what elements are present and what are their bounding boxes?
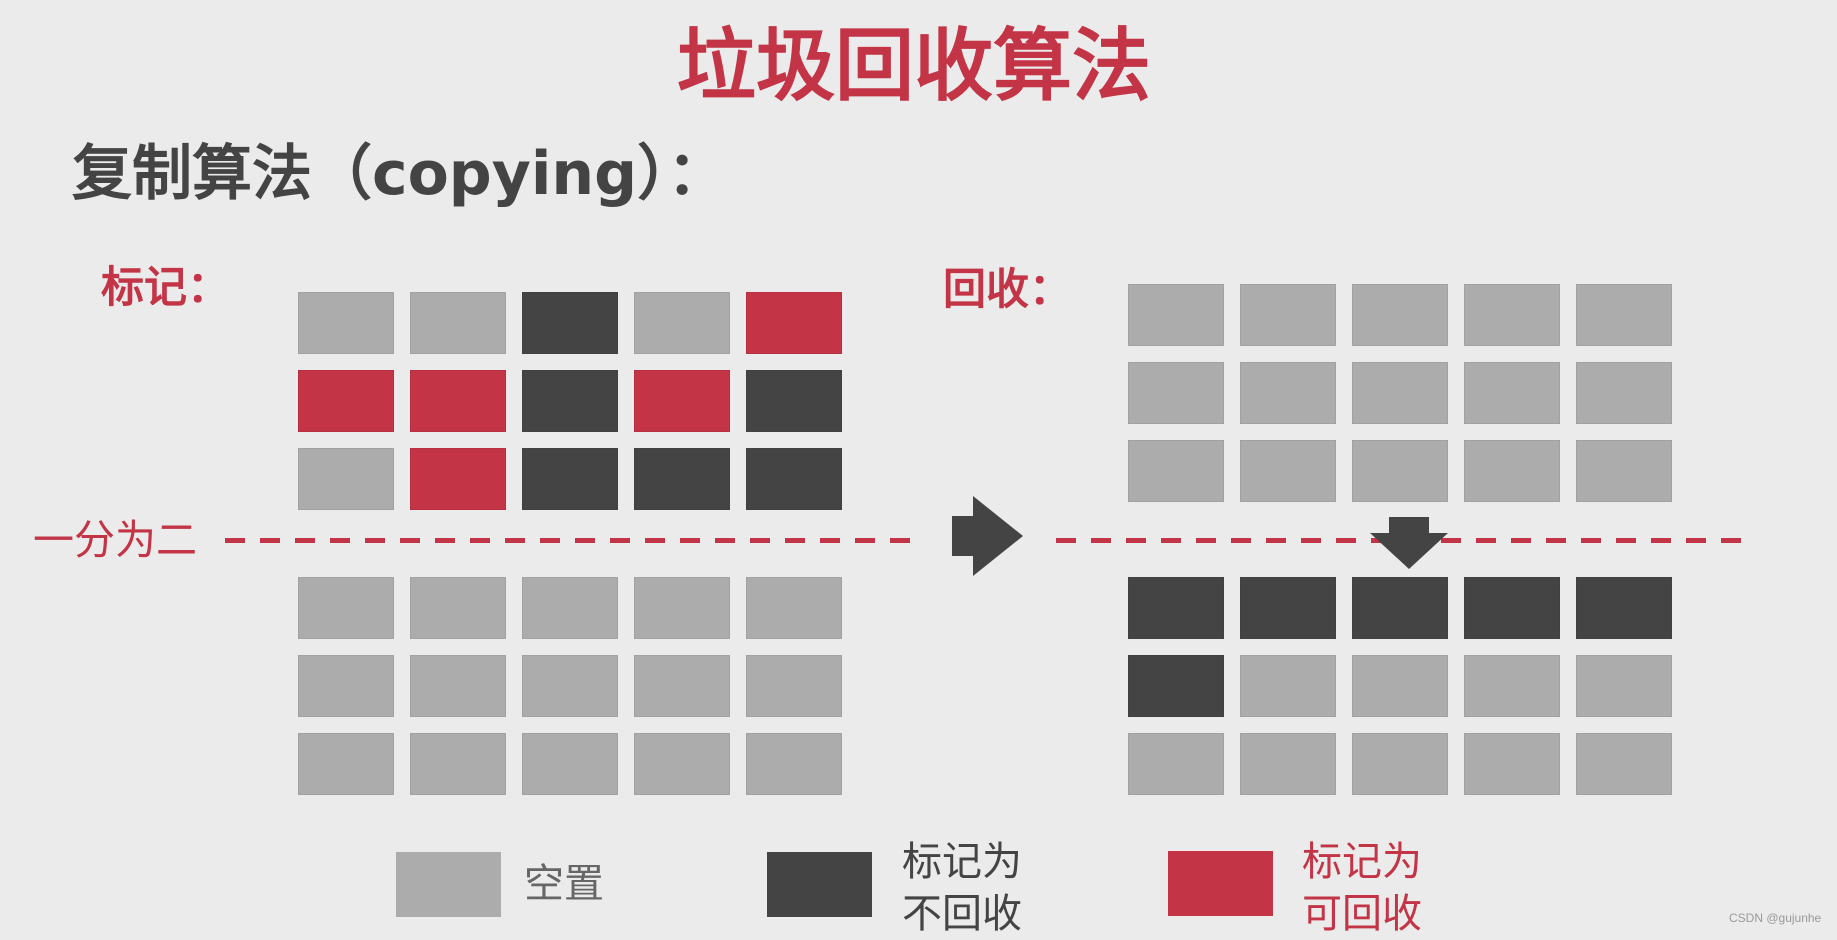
memory-block-empty [522,655,618,717]
memory-block-empty [522,577,618,639]
page-title: 垃圾回收算法 [677,20,1151,112]
memory-block-empty [634,655,730,717]
legend-swatch-empty [396,852,501,917]
divider-label: 一分为二 [33,516,197,564]
mark-label: 标记： [101,263,230,313]
memory-block-empty [1464,440,1560,502]
memory-block-garbage [410,448,506,510]
memory-block-garbage [410,370,506,432]
memory-block-empty [298,448,394,510]
memory-block-empty [1352,284,1448,346]
memory-block-empty [634,292,730,354]
legend-swatch-live [767,852,872,917]
memory-block-empty [1240,733,1336,795]
memory-block-empty [522,733,618,795]
memory-block-live [1128,655,1224,717]
memory-block-empty [1352,733,1448,795]
memory-block-empty [1240,655,1336,717]
memory-block-empty [1464,362,1560,424]
memory-block-empty [298,733,394,795]
memory-block-live [522,448,618,510]
memory-block-empty [1128,362,1224,424]
down-arrow-icon [1370,517,1448,569]
memory-block-empty [1464,284,1560,346]
memory-block-garbage [746,292,842,354]
memory-block-empty [1128,284,1224,346]
memory-block-empty [1240,440,1336,502]
legend-label-empty: 空置 [524,861,604,907]
memory-block-empty [634,733,730,795]
memory-block-empty [1576,655,1672,717]
mark-upper-grid [298,292,842,510]
memory-block-live [1240,577,1336,639]
memory-block-live [746,370,842,432]
memory-block-empty [410,655,506,717]
memory-block-empty [1128,733,1224,795]
legend-label-live-line2: 不回收 [902,891,1022,937]
memory-block-empty [1576,284,1672,346]
memory-block-empty [1576,362,1672,424]
memory-block-live [746,448,842,510]
memory-block-empty [1576,733,1672,795]
legend-label-garbage-line1: 标记为 [1302,839,1422,885]
memory-block-empty [746,655,842,717]
left-divider-line [225,538,910,543]
watermark: CSDN @gujunhe [1729,911,1822,925]
memory-block-live [1352,577,1448,639]
collect-upper-grid [1128,284,1672,502]
memory-block-empty [1352,362,1448,424]
memory-block-empty [1464,733,1560,795]
memory-block-empty [410,733,506,795]
memory-block-empty [1240,284,1336,346]
memory-block-empty [298,577,394,639]
collect-label: 回收： [943,265,1072,315]
legend-swatch-garbage [1168,851,1273,916]
memory-block-empty [1464,655,1560,717]
collect-lower-grid [1128,577,1672,795]
memory-block-empty [1128,440,1224,502]
memory-block-live [1128,577,1224,639]
memory-block-live [522,370,618,432]
memory-block-empty [634,577,730,639]
memory-block-empty [298,292,394,354]
memory-block-live [522,292,618,354]
memory-block-empty [1352,440,1448,502]
memory-block-empty [410,292,506,354]
right-arrow-icon [952,496,1023,576]
legend-label-garbage-line2: 可回收 [1302,891,1422,937]
memory-block-live [1464,577,1560,639]
memory-block-live [1576,577,1672,639]
memory-block-garbage [634,370,730,432]
memory-block-garbage [298,370,394,432]
mark-lower-grid [298,577,842,795]
memory-block-empty [1576,440,1672,502]
legend-label-live-line1: 标记为 [902,839,1022,885]
memory-block-empty [1240,362,1336,424]
memory-block-empty [298,655,394,717]
memory-block-live [634,448,730,510]
memory-block-empty [1352,655,1448,717]
memory-block-empty [746,733,842,795]
section-heading: 复制算法（copying）： [72,139,728,209]
memory-block-empty [746,577,842,639]
memory-block-empty [410,577,506,639]
